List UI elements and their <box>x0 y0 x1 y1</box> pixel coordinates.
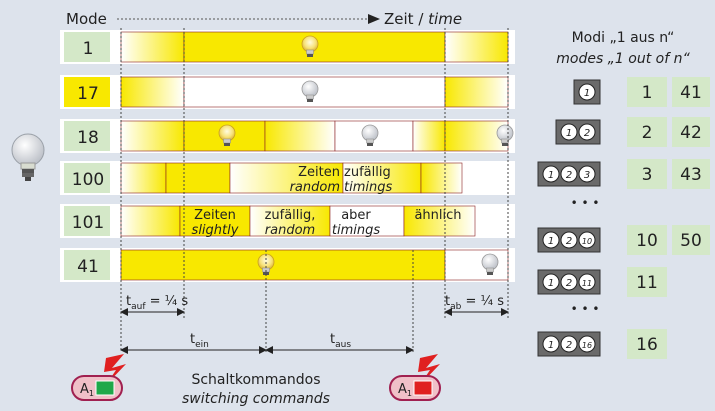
button-2-icon: 2 <box>560 231 578 249</box>
commands-label-de: Schaltkommandos <box>191 372 320 388</box>
modes-title-de: Modi „1 aus n“ <box>572 30 675 46</box>
mode-number: 50 <box>680 231 702 251</box>
svg-text:aber: aber <box>341 208 371 223</box>
svg-text:11: 11 <box>582 279 592 288</box>
commands-label-en: switching commands <box>182 391 330 407</box>
time-arrow-icon <box>368 14 380 24</box>
mode-row-17: 17 <box>60 75 515 109</box>
button-2-icon: 2 <box>560 165 578 183</box>
ellipsis: • • • <box>571 196 600 210</box>
mode-number: 101 <box>72 213 104 233</box>
button-1-icon: 1 <box>542 273 560 291</box>
button-16-icon: 16 <box>578 335 596 353</box>
mode-row-100: 100 Zeiten zufällig random timings <box>60 161 515 195</box>
svg-text:random: random <box>265 223 315 238</box>
svg-text:2: 2 <box>584 128 590 139</box>
button-2-icon: 2 <box>560 335 578 353</box>
lightbulb-icon <box>361 124 379 146</box>
svg-text:1: 1 <box>548 278 554 289</box>
lightbulb-icon <box>301 35 319 57</box>
mode-number: 41 <box>680 83 702 103</box>
mode-number: 41 <box>77 257 99 277</box>
mode-number: 100 <box>72 170 104 190</box>
svg-text:ähnlich: ähnlich <box>414 208 461 223</box>
mode-number: 11 <box>636 273 658 293</box>
mode-number: 3 <box>642 165 653 185</box>
lightning-bolt-icon <box>104 354 126 385</box>
command-button-on[interactable]: A1 <box>71 375 123 401</box>
mode-number: 10 <box>636 231 658 251</box>
button-10-icon: 10 <box>578 231 596 249</box>
mode-group-row: 1 1 41 <box>573 77 710 107</box>
svg-text:2: 2 <box>566 340 572 351</box>
svg-text:zufällig: zufällig <box>344 165 391 180</box>
t-auf-label: tauf = ¼ s <box>126 294 188 312</box>
svg-text:Zeiten: Zeiten <box>194 208 236 223</box>
svg-text:A1: A1 <box>80 382 94 398</box>
svg-text:timings: timings <box>332 223 380 238</box>
command-button-off[interactable]: A1 <box>389 375 441 401</box>
button-1-icon: 1 <box>578 83 596 101</box>
svg-text:2: 2 <box>566 278 572 289</box>
svg-text:timings: timings <box>344 180 392 195</box>
button-1-icon: 1 <box>542 335 560 353</box>
mode-number: 17 <box>77 84 99 104</box>
mode-number: 42 <box>680 123 702 143</box>
button-1-icon: 1 <box>542 165 560 183</box>
svg-text:1: 1 <box>566 128 572 139</box>
mode-row-1: 1 <box>60 30 515 64</box>
mode-number: 43 <box>680 165 702 185</box>
t-aus-label: taus <box>330 332 351 350</box>
lightbulb-icon <box>481 253 499 275</box>
lightning-bolt-icon <box>418 354 440 385</box>
svg-text:zufällig,: zufällig, <box>265 208 316 223</box>
mode-number: 1 <box>642 83 653 103</box>
mode-number: 2 <box>642 123 653 143</box>
button-1-icon: 1 <box>560 123 578 141</box>
button-3-icon: 3 <box>578 165 596 183</box>
svg-text:slightly: slightly <box>192 223 239 238</box>
mode-group-row: 1 2 3 3 43 <box>537 159 710 189</box>
svg-text:2: 2 <box>566 170 572 181</box>
mode-number: 1 <box>83 39 94 59</box>
mode-axis-label: Mode <box>66 10 107 28</box>
mode-row-18: 18 <box>60 119 515 153</box>
svg-text:16: 16 <box>582 341 592 350</box>
mode-number: 16 <box>636 335 658 355</box>
button-2-icon: 2 <box>578 123 596 141</box>
lightbulb-icon <box>301 80 319 102</box>
mode-group-row: 1 2 10 10 50 <box>537 225 710 255</box>
svg-text:A1: A1 <box>398 382 412 398</box>
t-ein-label: tein <box>190 332 209 350</box>
svg-text:random: random <box>290 180 340 195</box>
lightbulb-icon <box>218 124 236 146</box>
lightbulb-icon <box>496 124 514 146</box>
svg-text:2: 2 <box>566 236 572 247</box>
svg-text:1: 1 <box>548 170 554 181</box>
mode-number: 18 <box>77 128 99 148</box>
time-axis-label: Zeit / time <box>384 10 462 28</box>
button-2-icon: 2 <box>560 273 578 291</box>
t-ab-label: tab = ¼ s <box>445 294 504 312</box>
svg-text:1: 1 <box>548 236 554 247</box>
svg-text:1: 1 <box>584 88 590 99</box>
mode-group-row: 1 2 2 42 <box>555 117 710 147</box>
lightbulb-icon <box>11 133 45 181</box>
mode-group-row: 1 2 11 11 <box>537 267 667 297</box>
svg-text:Zeiten: Zeiten <box>298 165 340 180</box>
timing-markers <box>120 28 509 352</box>
ellipsis: • • • <box>571 302 600 316</box>
svg-text:3: 3 <box>584 170 590 181</box>
modes-title-en: modes „1 out of n“ <box>556 51 690 67</box>
mode-group-row: 1 2 16 16 <box>537 329 667 359</box>
button-11-icon: 11 <box>578 273 596 291</box>
svg-text:1: 1 <box>548 340 554 351</box>
button-1-icon: 1 <box>542 231 560 249</box>
mode-row-41: 41 <box>60 248 515 282</box>
svg-text:10: 10 <box>582 237 592 246</box>
